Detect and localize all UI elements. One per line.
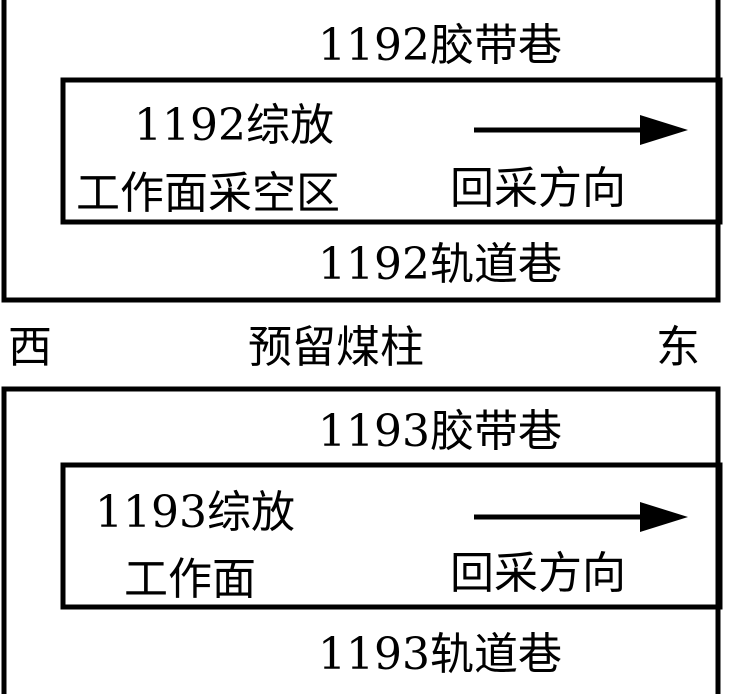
arrow-right-icon [474, 502, 688, 532]
panel-1192-mining-direction-label: 回采方向 [450, 163, 626, 214]
east-label: 东 [656, 322, 700, 373]
panel-1193-mining-direction-label: 回采方向 [450, 548, 626, 599]
panel-1192-track-roadway-label: 1192轨道巷 [318, 239, 562, 290]
coal-pillar-label: 预留煤柱 [248, 322, 424, 373]
panel-1192-face-label-line1: 1192综放 [134, 100, 334, 151]
arrow-right-icon [474, 115, 688, 145]
west-label: 西 [8, 322, 52, 373]
panel-1193-track-roadway-label: 1193轨道巷 [318, 629, 562, 680]
panel-1192-belt-roadway-label: 1192胶带巷 [318, 20, 562, 71]
panel-1193-face-label-line2: 工作面 [124, 554, 256, 605]
panel-1193-face-rect [60, 462, 723, 610]
panel-1193-belt-roadway-label: 1193胶带巷 [318, 406, 562, 457]
panel-1192-goaf-rect [60, 77, 723, 225]
panel-1192-face-label-line2: 工作面采空区 [76, 168, 340, 219]
panel-1193-face-label-line1: 1193综放 [95, 487, 295, 538]
